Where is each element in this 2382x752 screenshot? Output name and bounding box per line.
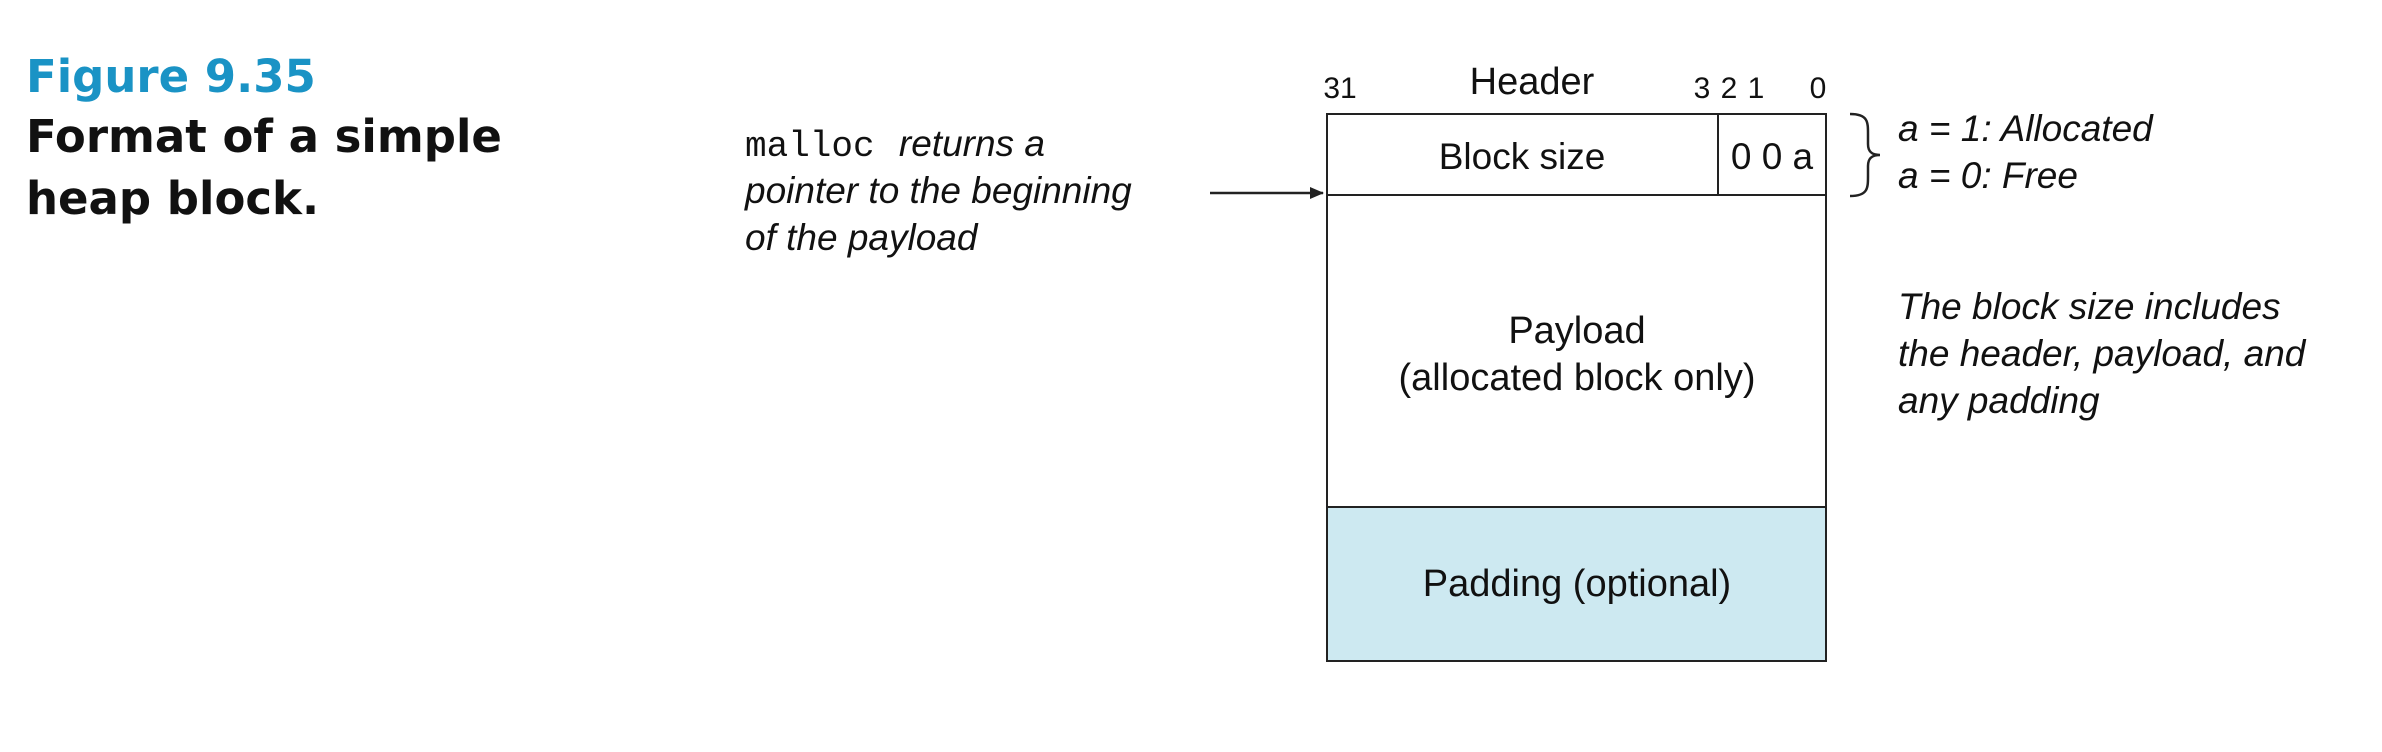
alloc-bit-free: a = 0: Free xyxy=(1898,155,2078,196)
header-label: Header xyxy=(1470,61,1595,103)
malloc-code: malloc xyxy=(745,126,875,167)
padding-label: Padding (optional) xyxy=(1423,563,1731,605)
malloc-annotation-line1: malloc returns a xyxy=(745,123,1045,167)
figure-caption: Figure 9.35 Format of a simple heap bloc… xyxy=(26,48,666,230)
block-size-label: Block size xyxy=(1439,136,1606,177)
bit-label-3: 3 xyxy=(1694,72,1711,105)
low-bits-value: 0 0 a xyxy=(1731,136,1814,177)
bit-label-1: 1 xyxy=(1748,72,1765,105)
figure-number: Figure 9.35 xyxy=(26,50,316,103)
malloc-text-1: returns a xyxy=(899,123,1045,164)
figure-title: Format of a simple heap block. xyxy=(26,110,502,225)
alloc-bit-brace xyxy=(1849,112,1881,198)
payload-sublabel: (allocated block only) xyxy=(1399,357,1756,399)
bit-label-2: 2 xyxy=(1721,72,1738,105)
heap-block-outline xyxy=(1326,113,1827,662)
payload-label: Payload xyxy=(1508,310,1645,352)
block-size-note-line1: The block size includes xyxy=(1898,286,2281,327)
malloc-annotation-line3: of the payload xyxy=(745,217,979,258)
bit-label-31: 31 xyxy=(1323,72,1356,105)
block-size-note-line3: any padding xyxy=(1898,380,2100,421)
alloc-bit-allocated: a = 1: Allocated xyxy=(1898,108,2154,149)
block-size-note-line2: the header, payload, and xyxy=(1898,333,2307,374)
malloc-annotation-line2: pointer to the beginning xyxy=(744,170,1132,211)
bit-label-0: 0 xyxy=(1810,72,1827,105)
